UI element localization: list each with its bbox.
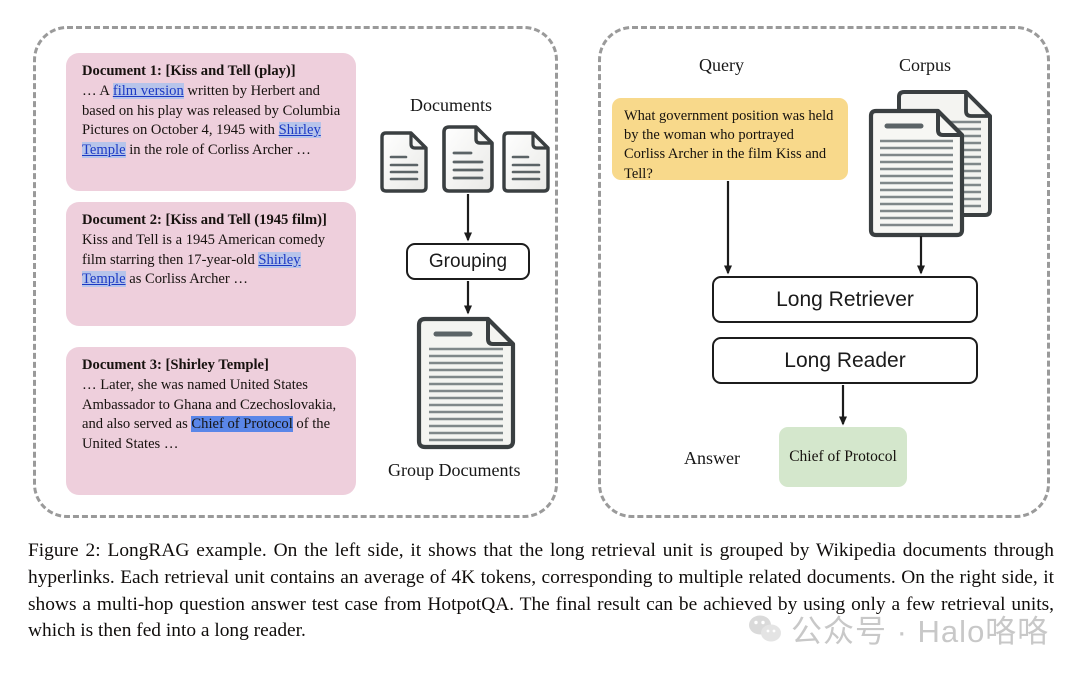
document-card-3-body-post: of the United States …: [82, 416, 331, 452]
document-card-1: Document 1: [Kiss and Tell (play)] … A fi…: [66, 53, 356, 191]
document-card-3-body-pre: … Later, she was named United States Amb…: [82, 377, 337, 433]
corpus-icon: [866, 88, 996, 245]
query-label: Query: [699, 55, 744, 75]
answer-label: Answer: [684, 448, 740, 468]
document-card-2-title: Document 2: [Kiss and Tell (1945 film)]: [82, 212, 327, 228]
document-icon-3: [500, 130, 552, 199]
group-document-icon: [414, 315, 518, 456]
group-documents-label: Group Documents: [388, 460, 521, 480]
documents-label: Documents: [410, 95, 492, 115]
document-card-2: Document 2: [Kiss and Tell (1945 film)] K…: [66, 202, 356, 326]
document-card-2-body-post: as Corliss Archer …: [125, 271, 248, 288]
figure-caption: Figure 2: LongRAG example. On the left s…: [28, 538, 1054, 645]
document-card-1-body-post: in the role of Corliss Archer …: [125, 141, 311, 158]
document-card-3: Document 3: [Shirley Temple] … Later, she…: [66, 347, 356, 495]
document-card-2-body-pre: Kiss and Tell is a 1945 American comedy …: [82, 232, 326, 268]
long-reader-box[interactable]: Long Reader: [712, 337, 978, 384]
figure-caption-label: Figure 2:: [28, 540, 101, 561]
figure-caption-text: LongRAG example. On the left side, it sh…: [28, 540, 1054, 642]
document-card-1-body-mid: written by Herbert and based on his play…: [82, 83, 341, 139]
document-card-3-title: Document 3: [Shirley Temple]: [82, 357, 269, 373]
corpus-label: Corpus: [899, 55, 952, 75]
grouping-box[interactable]: Grouping: [406, 243, 530, 280]
right-panel-boundary: [598, 26, 1050, 518]
left-panel-boundary: [33, 26, 558, 518]
document-card-1-link-film-version[interactable]: film version: [112, 83, 184, 100]
document-card-3-highlight-chief-of-protocol: Chief of Protocol: [191, 416, 293, 433]
document-icon-2: [440, 124, 496, 199]
long-retriever-box[interactable]: Long Retriever: [712, 276, 978, 323]
document-card-1-body-pre: … A: [82, 83, 113, 100]
query-text-box: What government position was held by the…: [612, 98, 848, 182]
document-icon-1: [378, 130, 430, 199]
document-card-1-title: Document 1: [Kiss and Tell (play)]: [82, 63, 296, 79]
answer-box: Chief of Protocol: [779, 427, 907, 487]
